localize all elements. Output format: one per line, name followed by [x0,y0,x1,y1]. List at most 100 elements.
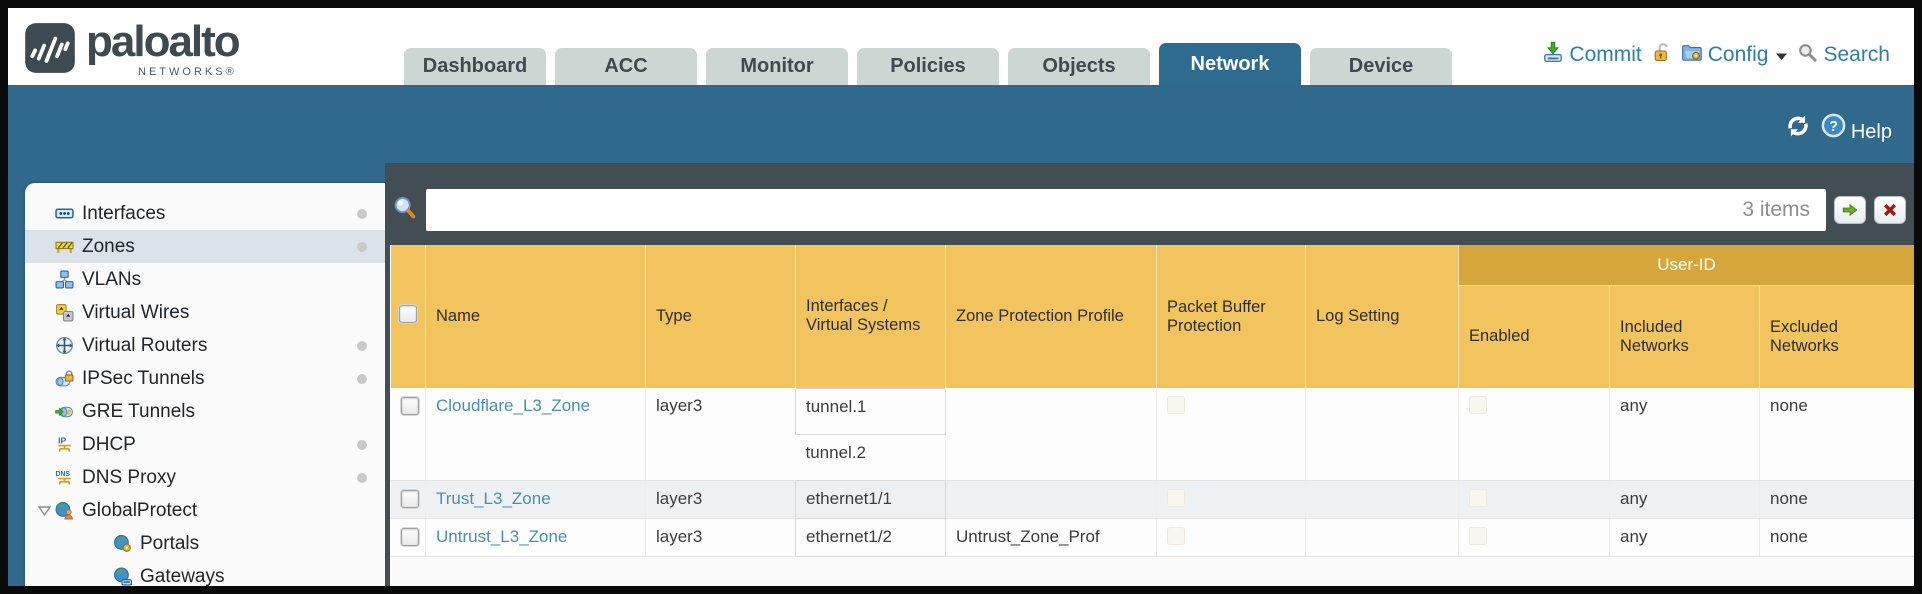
col-header-type[interactable]: Type [645,245,796,388]
zone-link[interactable]: Cloudflare_L3_Zone [436,396,591,415]
red-x-icon [1883,203,1897,217]
help-button[interactable]: ? Help [1821,113,1892,144]
commit-button[interactable]: Commit [1542,41,1642,69]
interface-cell: ethernet1/2 [795,517,946,557]
expand-triangle-icon[interactable] [33,505,55,516]
included-networks-cell: any [1609,480,1760,519]
col-header-included-networks[interactable]: Included Networks [1609,285,1760,388]
col-header-interfaces[interactable]: Interfaces / Virtual Systems [795,245,946,388]
sidebar-item-dhcp[interactable]: IP DHCP [25,428,385,461]
global-search[interactable]: Search [1797,42,1890,69]
select-all-checkbox[interactable] [399,305,417,323]
main-nav-tabs: Dashboard ACC Monitor Policies Objects N… [404,43,1452,85]
brand-name: paloalto [86,17,241,66]
zone-type-cell: layer3 [645,518,796,557]
commit-icon [1542,41,1564,69]
excluded-networks-cell: none [1759,480,1914,519]
filter-search-icon [392,195,418,226]
packet-buffer-checkbox[interactable] [1167,488,1185,507]
user-id-enabled-checkbox[interactable] [1469,396,1487,414]
svg-text:DNS: DNS [56,471,71,478]
log-setting-cell [1305,480,1459,519]
clear-filter-button[interactable] [1874,196,1906,224]
sidebar-item-zones[interactable]: Zones [25,230,385,263]
status-dot [357,473,367,483]
sidebar-item-gateways[interactable]: Gateways [25,560,385,586]
col-header-packet-buffer-protection[interactable]: Packet Buffer Protection [1156,245,1306,388]
interface-cell: tunnel.2 [795,433,946,481]
packet-buffer-checkbox[interactable] [1167,396,1185,414]
gre-tunnels-icon [55,402,75,422]
dhcp-icon: IP [55,435,75,455]
status-dot [357,209,367,219]
portals-icon [113,534,133,554]
brand: paloalto NETWORKS® [24,17,241,79]
vlans-icon [55,270,75,290]
sidebar-item-portals[interactable]: Portals [25,527,385,560]
col-header-enabled[interactable]: Enabled [1458,285,1610,388]
chevron-down-icon [1775,43,1788,67]
sidebar-item-dns-proxy[interactable]: DNS DNS Proxy [25,461,385,494]
tab-dashboard[interactable]: Dashboard [404,48,546,85]
teal-header-band: ? Help [8,85,1914,163]
excluded-networks-cell: none [1759,388,1914,481]
zone-type-cell: layer3 [645,388,796,481]
log-setting-cell [1305,518,1459,557]
included-networks-cell: any [1609,518,1760,557]
included-networks-cell: any [1609,388,1760,481]
lock-icon[interactable] [1651,42,1672,69]
globalprotect-icon [55,501,75,521]
status-dot [357,440,367,450]
sidebar-item-virtual-routers[interactable]: Virtual Routers [25,329,385,362]
col-header-excluded-networks[interactable]: Excluded Networks [1759,285,1914,388]
help-label: Help [1850,121,1892,143]
ipsec-tunnels-icon [55,369,75,389]
tab-policies[interactable]: Policies [857,48,999,85]
user-id-enabled-checkbox[interactable] [1469,488,1487,507]
row-checkbox[interactable] [400,527,419,546]
zone-link[interactable]: Untrust_L3_Zone [436,526,568,546]
zone-name-cell: Cloudflare_L3_Zone [425,388,646,481]
user-id-enabled-cell [1458,518,1610,557]
filter-input[interactable] [438,198,1743,222]
network-sidebar: Interfaces Zones [25,183,385,586]
sidebar-item-interfaces[interactable]: Interfaces [25,197,385,230]
col-header-name[interactable]: Name [425,245,646,388]
refresh-icon[interactable] [1785,113,1811,144]
svg-text:IP: IP [58,435,66,445]
items-count: 3 items [1742,198,1810,221]
tab-objects[interactable]: Objects [1008,48,1150,85]
user-id-enabled-checkbox[interactable] [1469,526,1487,545]
zone-link[interactable]: Trust_L3_Zone [436,488,551,508]
select-all-header [390,245,426,388]
apply-filter-button[interactable] [1834,196,1866,224]
zone-protection-cell [945,480,1157,519]
packet-buffer-checkbox[interactable] [1167,526,1185,545]
sidebar-item-virtual-wires[interactable]: Virtual Wires [25,296,385,329]
sidebar-item-globalprotect[interactable]: GlobalProtect [25,494,385,527]
config-menu[interactable]: Config [1681,41,1789,69]
tab-network[interactable]: Network [1159,43,1301,85]
tab-acc[interactable]: ACC [555,48,697,85]
paloalto-logo-icon [24,22,76,79]
zone-protection-cell [945,388,1157,481]
col-header-log-setting[interactable]: Log Setting [1305,245,1459,388]
row-checkbox[interactable] [400,397,419,415]
zones-icon [55,237,75,257]
packet-buffer-cell [1156,480,1306,519]
col-group-user-id: User-ID [1458,245,1914,286]
sidebar-item-ipsec-tunnels[interactable]: IPSec Tunnels [25,362,385,395]
user-id-enabled-cell [1458,388,1610,481]
tab-device[interactable]: Device [1310,48,1452,85]
sidebar-item-vlans[interactable]: VLANs [25,263,385,296]
quick-actions: Commit Config [1542,41,1890,69]
filter-bar: 3 items [390,163,1914,245]
row-checkbox[interactable] [400,489,419,508]
dns-proxy-icon: DNS [55,468,75,488]
interfaces-icon [55,204,75,224]
sidebar-item-gre-tunnels[interactable]: GRE Tunnels [25,395,385,428]
virtual-wires-icon [55,303,75,323]
tab-monitor[interactable]: Monitor [706,48,848,85]
interface-cell: ethernet1/1 [795,479,946,519]
col-header-zone-protection-profile[interactable]: Zone Protection Profile [945,245,1157,388]
